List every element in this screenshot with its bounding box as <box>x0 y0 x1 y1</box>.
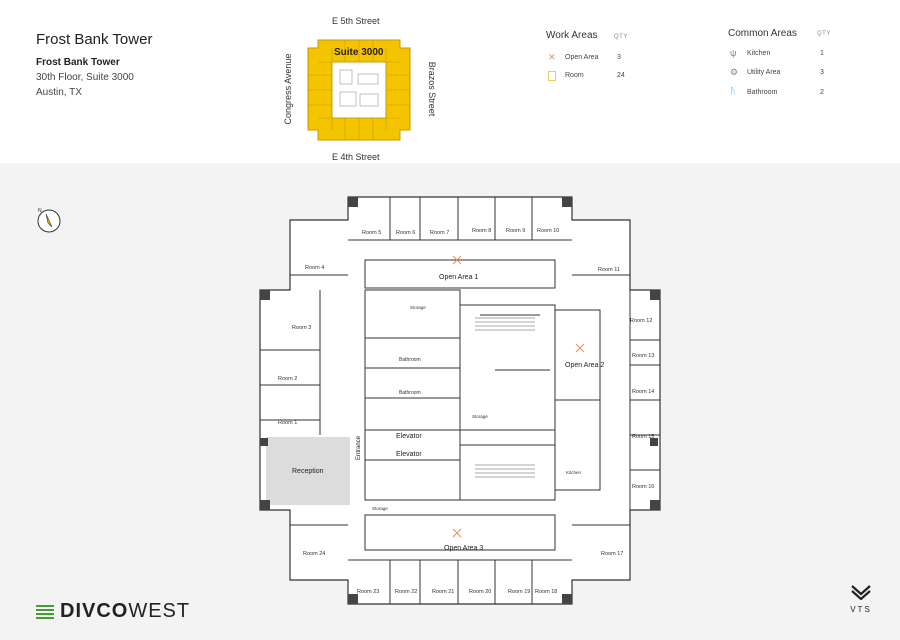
room-label-18: Room 18 <box>535 589 557 595</box>
bathroom-label-1: Bathroom <box>399 357 421 363</box>
room-label-10: Room 10 <box>537 228 559 234</box>
bathroom-label-2: Bathroom <box>399 390 421 396</box>
room-label-15: Room 15 <box>632 434 654 440</box>
city: Austin, TX <box>36 87 82 98</box>
room-label-21: Room 21 <box>432 589 454 595</box>
building-name: Frost Bank Tower <box>36 57 120 68</box>
room-label-22: Room 22 <box>395 589 417 595</box>
room-label-19: Room 19 <box>508 589 530 595</box>
storage-label-3: Storage <box>372 506 388 511</box>
room-label-16: Room 16 <box>632 484 654 490</box>
street-south: E 4th Street <box>332 152 380 162</box>
room-label-3: Room 3 <box>292 325 311 331</box>
room-icon <box>548 71 556 81</box>
street-east: Brazos Street <box>427 61 437 117</box>
work-areas-title: Work Areas <box>546 30 598 41</box>
room-label-20: Room 20 <box>469 589 491 595</box>
open-area-1-label: Open Area 1 <box>439 274 478 281</box>
room-label-14: Room 14 <box>632 389 654 395</box>
storage-label-2: Storage <box>472 414 488 419</box>
legend-room-label: Room <box>565 72 584 79</box>
room-label-11: Room 11 <box>598 267 620 273</box>
header-panel: Frost Bank Tower Frost Bank Tower 30th F… <box>0 0 900 163</box>
entrance-label: Entrance <box>356 435 362 460</box>
open-area-icon: ✕ <box>548 52 556 62</box>
legend-bathroom-qty: 2 <box>820 89 824 96</box>
legend-bathroom-label: Bathroom <box>747 89 778 96</box>
room-label-5: Room 5 <box>362 230 381 236</box>
room-label-9: Room 9 <box>506 228 525 234</box>
elevator-label-2: Elevator <box>396 451 422 458</box>
page-title: Frost Bank Tower <box>36 31 153 48</box>
common-areas-title: Common Areas <box>728 28 797 39</box>
reception-label: Reception <box>292 468 324 475</box>
vts-logo: VTS <box>841 582 881 614</box>
floor-suite: 30th Floor, Suite 3000 <box>36 72 134 83</box>
open-area-2-label: Open Area 2 <box>565 362 604 369</box>
room-label-12: Room 12 <box>630 318 652 324</box>
open-area-3-label: Open Area 3 <box>444 545 483 552</box>
storage-label-1: Storage <box>410 305 426 310</box>
divcowest-logo: DIVCOWEST <box>36 600 190 623</box>
common-areas-qty-header: QTY <box>817 31 831 37</box>
room-label-24: Room 24 <box>303 551 325 557</box>
room-label-17: Room 17 <box>601 551 623 557</box>
room-label-23: Room 23 <box>357 589 379 595</box>
room-label-8: Room 8 <box>472 228 491 234</box>
room-label-6: Room 6 <box>396 230 415 236</box>
legend-utility-label: Utility Area <box>747 69 781 76</box>
keyplan-map <box>307 39 411 141</box>
room-label-4: Room 4 <box>305 265 324 271</box>
work-areas-qty-header: QTY <box>614 34 628 40</box>
legend-utility-qty: 3 <box>820 69 824 76</box>
kitchen-icon: ψ <box>730 48 737 58</box>
elevator-label-1: Elevator <box>396 433 422 440</box>
compass-icon: N <box>37 208 61 233</box>
keyplan-suite-label: Suite 3000 <box>334 47 384 58</box>
svg-text:N: N <box>38 208 42 214</box>
kitchen-label: Kitchen <box>566 470 582 475</box>
utility-gear-icon: ⚙ <box>730 67 739 77</box>
reception-area <box>266 437 350 505</box>
legend-kitchen-qty: 1 <box>820 50 824 57</box>
room-label-2: Room 2 <box>278 376 297 382</box>
legend-kitchen-label: Kitchen <box>747 50 771 57</box>
legend-open-area-qty: 3 <box>617 54 621 61</box>
street-west: Congress Avenue <box>283 53 293 125</box>
room-label-13: Room 13 <box>632 353 654 359</box>
room-label-1: Room 1 <box>278 420 297 426</box>
street-north: E 5th Street <box>332 16 380 26</box>
bathroom-icon: ᚤ <box>730 86 736 96</box>
room-label-7: Room 7 <box>430 230 449 236</box>
legend-room-qty: 24 <box>617 72 625 79</box>
legend-open-area-label: Open Area <box>565 54 599 61</box>
floor-plan: Room 4 Room 5 Room 6 Room 7 Room 8 Room … <box>259 196 661 605</box>
